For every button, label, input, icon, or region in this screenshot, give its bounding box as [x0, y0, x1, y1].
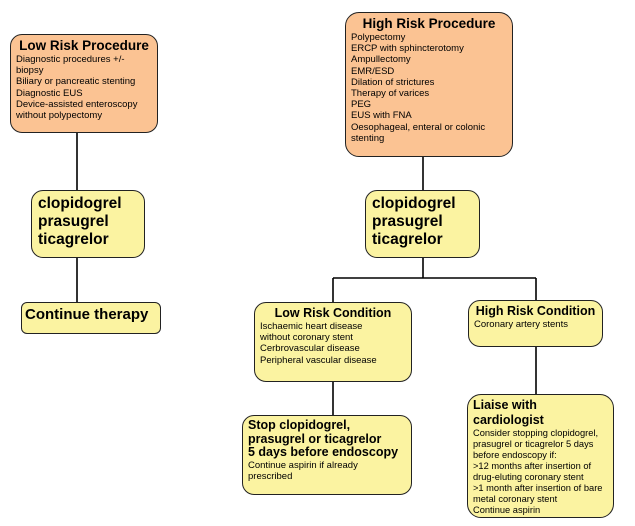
high-risk-procedure-title: High Risk Procedure [362, 16, 496, 31]
list-item: without coronary stent [260, 332, 353, 344]
list-item: stenting [351, 132, 385, 144]
list-item: Device-assisted enteroscopy [16, 98, 138, 110]
list-item: prasugrel or ticagrelor 5 days [473, 439, 594, 449]
high-risk-condition-box: High Risk Condition Coronary artery sten… [468, 300, 603, 347]
continue-therapy-label: Continue therapy [25, 306, 149, 323]
list-item: Oesophageal, enteral or colonic [351, 121, 486, 133]
list-item: Peripheral vascular disease [260, 354, 377, 366]
stop-therapy-title-line: 5 days before endoscopy [248, 445, 399, 460]
list-item: before endoscopy if: [473, 450, 557, 460]
list-item: metal coronary stent [473, 494, 558, 504]
list-item: Biliary or pancreatic stenting [16, 76, 136, 88]
high-risk-procedure-list: Polypectomy ERCP with sphincterotomy Amp… [351, 32, 507, 144]
drug-name: prasugrel [372, 213, 443, 230]
list-item: Continue aspirin [473, 505, 541, 515]
stop-therapy-title-line: Stop clopidogrel, [248, 418, 351, 432]
list-item: Continue aspirin if already [248, 459, 358, 471]
low-risk-procedure-list: Diagnostic procedures +/- biopsy Biliary… [16, 54, 152, 121]
drug-name: prasugrel [38, 213, 109, 230]
drug-name: ticagrelor [372, 231, 443, 248]
drug-name: clopidogrel [372, 195, 456, 212]
list-item: Polypectomy [351, 32, 406, 43]
right-drug-box: clopidogrel prasugrel ticagrelor [365, 190, 480, 258]
liaise-cardiologist-list: Consider stopping clopidogrel, prasugrel… [473, 428, 608, 516]
low-risk-procedure-title: Low Risk Procedure [19, 38, 149, 53]
list-item: Diagnostic procedures +/- [16, 54, 125, 65]
list-item: >12 months after insertion of [473, 461, 592, 471]
stop-therapy-title-line: prasugrel or ticagrelor [248, 431, 382, 446]
low-risk-condition-title: Low Risk Condition [274, 306, 392, 320]
stop-therapy-title: Stop clopidogrel, prasugrel or ticagrelo… [248, 418, 406, 460]
list-item: Diagnostic EUS [16, 87, 83, 99]
list-item: Coronary artery stents [474, 319, 568, 330]
low-risk-condition-list: Ischaemic heart disease without coronary… [260, 321, 406, 366]
list-item: drug-eluting coronary stent [473, 472, 584, 482]
list-item: EUS with FNA [351, 110, 412, 122]
stop-therapy-box: Stop clopidogrel, prasugrel or ticagrelo… [242, 415, 412, 495]
list-item: PEG [351, 99, 372, 111]
list-item: Ampullectomy [351, 54, 411, 66]
liaise-cardiologist-box: Liaise with cardiologist Consider stoppi… [467, 394, 614, 518]
stop-therapy-list: Continue aspirin if already prescribed [248, 460, 406, 482]
high-risk-condition-list: Coronary artery stents [474, 319, 597, 330]
drug-name: clopidogrel [38, 195, 122, 212]
list-item: Dilation of strictures [351, 76, 435, 88]
high-risk-procedure-box: High Risk Procedure Polypectomy ERCP wit… [345, 12, 513, 157]
continue-therapy-box: Continue therapy [21, 302, 161, 334]
list-item: Therapy of varices [351, 88, 430, 100]
list-item: Consider stopping clopidogrel, [473, 428, 599, 438]
list-item: >1 month after insertion of bare [473, 483, 603, 493]
list-item: EMR/ESD [351, 65, 395, 77]
liaise-cardiologist-title: Liaise with cardiologist [473, 398, 544, 427]
low-risk-condition-box: Low Risk Condition Ischaemic heart disea… [254, 302, 412, 382]
left-drug-box: clopidogrel prasugrel ticagrelor [31, 190, 145, 258]
list-item: prescribed [248, 470, 293, 482]
list-item: ERCP with sphincterotomy [351, 43, 464, 55]
high-risk-condition-title: High Risk Condition [475, 304, 596, 318]
drug-name: ticagrelor [38, 231, 109, 248]
low-risk-procedure-box: Low Risk Procedure Diagnostic procedures… [10, 34, 158, 133]
list-item: without polypectomy [16, 110, 103, 122]
list-item: biopsy [16, 65, 44, 77]
list-item: Cerbrovascular disease [260, 343, 360, 355]
list-item: Ischaemic heart disease [260, 321, 363, 332]
